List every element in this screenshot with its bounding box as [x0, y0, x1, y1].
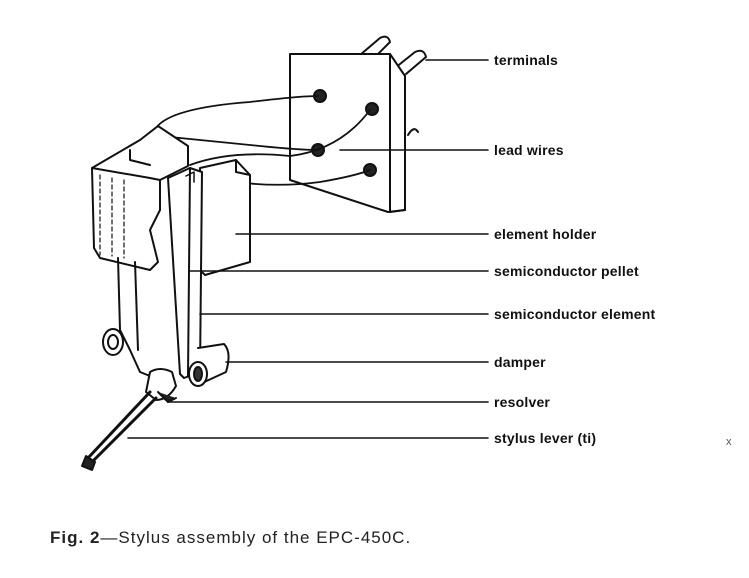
- label-stylus-lever: stylus lever (ti): [494, 430, 597, 446]
- figure-number: Fig. 2: [50, 528, 101, 547]
- label-terminals: terminals: [494, 52, 559, 68]
- element-holder-drawing: [199, 159, 251, 276]
- label-semiconductor-pellet: semiconductor pellet: [494, 263, 639, 279]
- label-resolver: resolver: [494, 394, 551, 410]
- label-semiconductor-element: semiconductor element: [494, 306, 656, 322]
- leader-lines: [127, 59, 489, 439]
- stylus-assembly-diagram: [81, 35, 489, 471]
- damper-drawing: [188, 343, 230, 387]
- figure-caption: Fig. 2—Stylus assembly of the EPC-450C.: [50, 528, 411, 548]
- caption-text: —Stylus assembly of the EPC-450C.: [100, 528, 412, 547]
- label-element-holder: element holder: [494, 226, 597, 242]
- stylus-lever-drawing: [81, 390, 158, 471]
- stray-mark: x: [726, 436, 732, 448]
- semiconductor-element-drawing: [167, 167, 203, 379]
- label-damper: damper: [494, 354, 546, 370]
- left-holder-drawing: [91, 125, 189, 381]
- resolver-drawing: [145, 368, 177, 403]
- label-lead-wires: lead wires: [494, 142, 564, 158]
